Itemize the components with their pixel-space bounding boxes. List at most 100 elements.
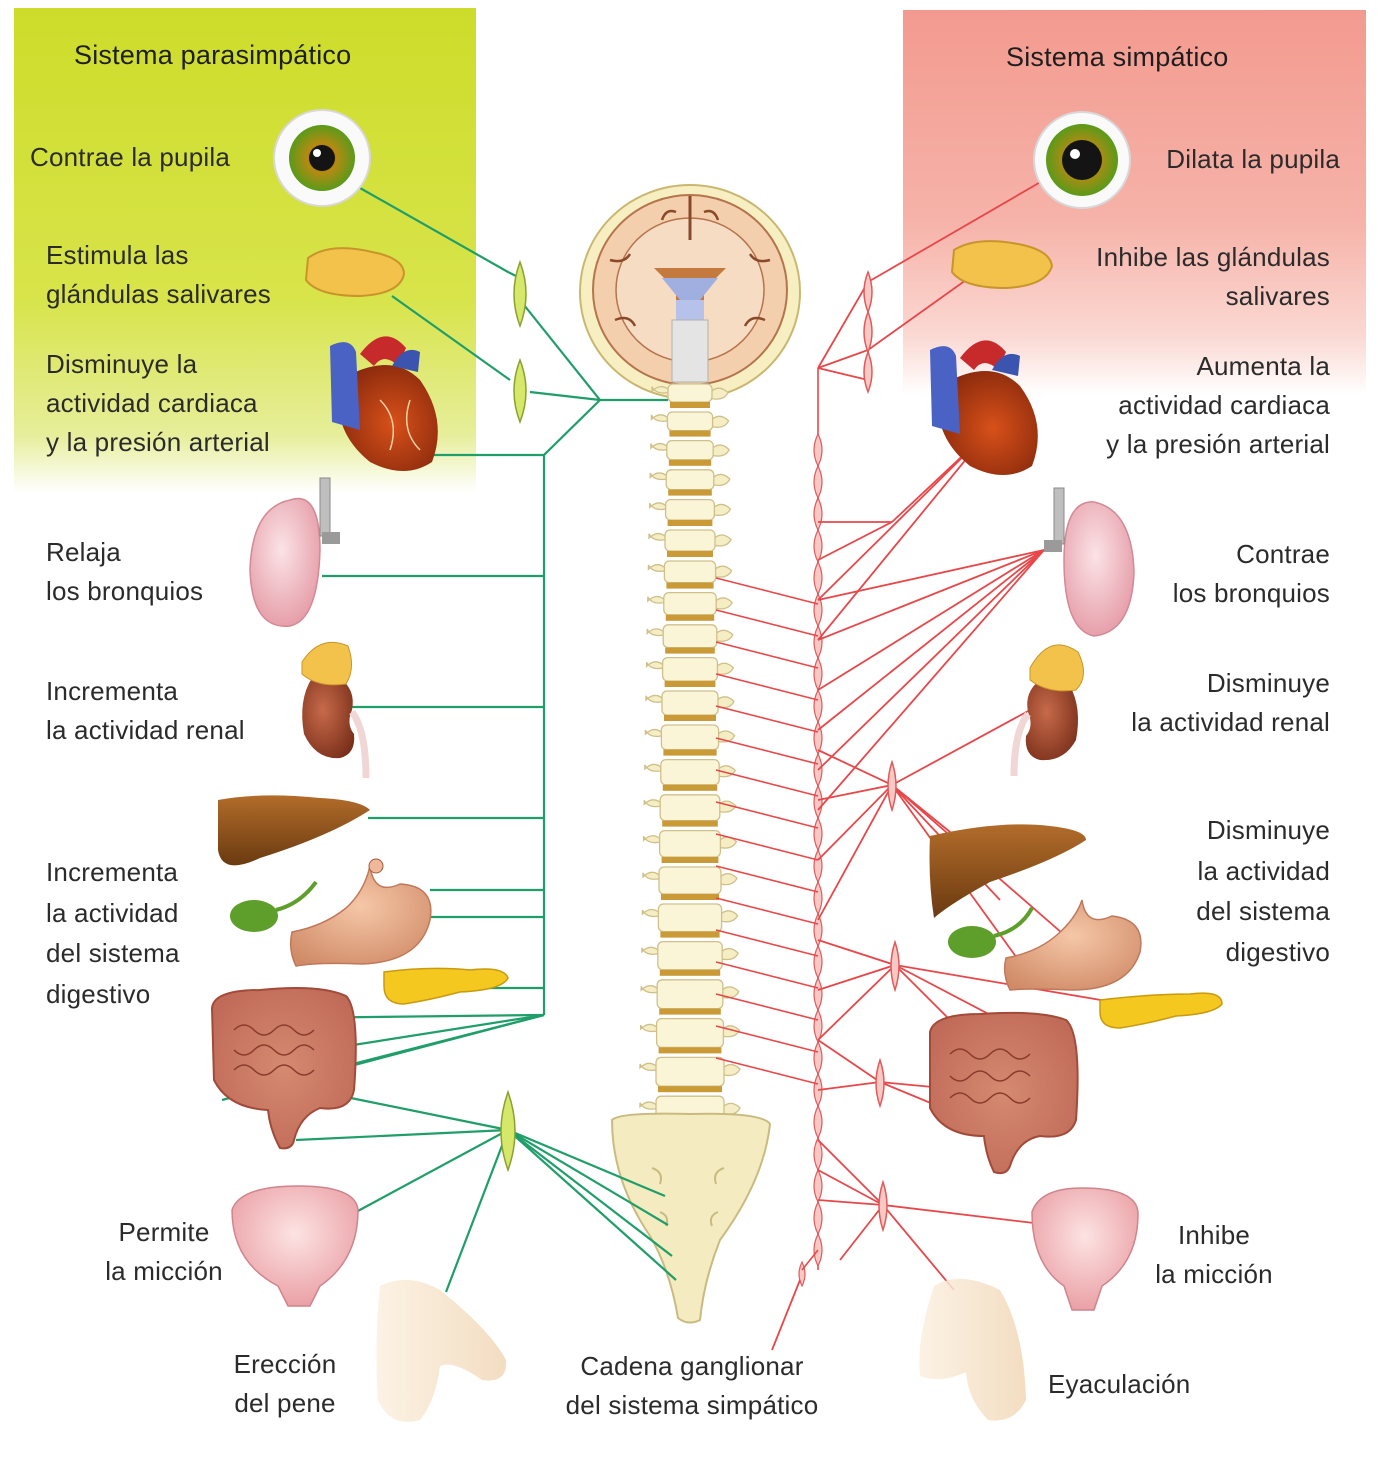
chain-ganglion bbox=[813, 688, 823, 724]
chain-ganglion bbox=[813, 656, 823, 692]
gallbladder-icon bbox=[230, 880, 318, 932]
para-lungs-label: Relaja los bronquios bbox=[46, 537, 204, 606]
liver-icon bbox=[929, 824, 1086, 918]
lungs-icon bbox=[249, 477, 340, 627]
para-heart-label: Disminuye la actividad cardiaca y la pre… bbox=[46, 349, 270, 457]
para-salivary-label: Estimula las glándulas salivares bbox=[46, 240, 271, 309]
vertebra bbox=[649, 469, 731, 496]
chain-ganglion bbox=[813, 848, 823, 884]
chain-ganglion bbox=[813, 464, 823, 500]
parasympathetic-title: Sistema parasimpático bbox=[74, 40, 352, 70]
stomach-icon bbox=[1003, 899, 1142, 991]
salivary-gland-icon bbox=[950, 240, 1054, 290]
vertebra bbox=[644, 724, 736, 756]
penis-icon bbox=[376, 1279, 507, 1422]
ramus bbox=[715, 961, 819, 989]
symp-digestive-label: Disminuye la actividad del sistema diges… bbox=[1196, 815, 1330, 967]
vertebra bbox=[650, 411, 730, 437]
symp-eye-label: Dilata la pupila bbox=[1166, 144, 1340, 174]
ramus bbox=[715, 1025, 819, 1053]
ramus bbox=[715, 801, 819, 829]
chain-ganglion bbox=[813, 624, 823, 660]
heart-icon bbox=[930, 340, 1038, 475]
para-eye-label: Contrae la pupila bbox=[30, 142, 230, 172]
ramus bbox=[715, 929, 819, 957]
ramus bbox=[715, 641, 819, 669]
penis-icon bbox=[919, 1278, 1026, 1421]
chain-trunk bbox=[801, 1249, 819, 1271]
spinal-column bbox=[639, 383, 741, 1209]
chain-ganglion bbox=[813, 944, 823, 980]
ramus bbox=[715, 897, 819, 925]
para-genital-label: Erección del pene bbox=[233, 1349, 337, 1418]
ramus bbox=[715, 673, 819, 701]
vertebra bbox=[641, 940, 739, 976]
symp-heart-label: Aumenta la actividad cardiaca y la presi… bbox=[1106, 351, 1330, 459]
parasympathetic-ganglia bbox=[500, 259, 527, 1173]
liver-icon bbox=[218, 795, 370, 866]
vertebra bbox=[645, 690, 735, 721]
chain-ganglion bbox=[813, 1104, 823, 1140]
chain-ganglion bbox=[813, 784, 823, 820]
sympathetic-rami bbox=[715, 577, 819, 1085]
brain bbox=[579, 184, 801, 400]
ramus bbox=[715, 833, 819, 861]
para-kidney-label: Incrementa la actividad renal bbox=[46, 676, 245, 745]
vertebra bbox=[644, 758, 736, 791]
chain-ganglion bbox=[813, 560, 823, 596]
intestines-icon bbox=[210, 987, 357, 1150]
intestines-icon bbox=[929, 1011, 1079, 1175]
symp-genital-label: Eyaculación bbox=[1048, 1369, 1191, 1399]
para-digestive-label: Incrementa la actividad del sistema dige… bbox=[46, 857, 180, 1009]
chain-ganglion bbox=[813, 1168, 823, 1204]
gallbladder-icon bbox=[948, 906, 1034, 958]
stomach-icon bbox=[289, 858, 432, 967]
chain-ganglion bbox=[813, 432, 823, 468]
sympathetic-ganglion-chain bbox=[798, 368, 823, 1288]
lungs-icon bbox=[1044, 487, 1135, 637]
chain-ganglion bbox=[813, 528, 823, 564]
ramus bbox=[715, 993, 819, 1021]
ganglion-chain-label: Cadena ganglionar del sistema simpático bbox=[565, 1351, 819, 1420]
ramus bbox=[715, 577, 819, 605]
ramus bbox=[715, 1057, 819, 1085]
vertebra bbox=[642, 866, 738, 900]
vertebra bbox=[648, 498, 732, 526]
vertebra bbox=[647, 560, 733, 589]
chain-ganglion bbox=[813, 880, 823, 916]
symp-bladder-label: Inhibe la micción bbox=[1155, 1220, 1273, 1289]
vertebra bbox=[650, 439, 730, 466]
vertebra bbox=[646, 624, 734, 654]
ramus bbox=[715, 705, 819, 733]
kidney-icon bbox=[1010, 644, 1084, 777]
pancreas-icon bbox=[1099, 992, 1223, 1029]
salivary-gland-icon bbox=[304, 247, 406, 298]
vertebra bbox=[641, 903, 739, 938]
sympathetic-ganglia bbox=[863, 269, 900, 1233]
eye-icon bbox=[273, 109, 371, 207]
pancreas-icon bbox=[383, 967, 509, 1005]
ramus bbox=[715, 737, 819, 765]
heart-icon bbox=[330, 336, 438, 471]
kidney-icon bbox=[301, 642, 370, 779]
vertebra bbox=[639, 1056, 741, 1093]
chain-ganglion bbox=[813, 496, 823, 532]
vertebra bbox=[640, 979, 740, 1015]
chain-ganglion bbox=[813, 1040, 823, 1076]
chain-ganglion bbox=[813, 1200, 823, 1236]
ramus bbox=[715, 865, 819, 893]
ramus bbox=[715, 769, 819, 797]
sacrum bbox=[610, 1112, 772, 1324]
eye-icon bbox=[1033, 111, 1131, 209]
symp-kidney-label: Disminuye la actividad renal bbox=[1131, 668, 1330, 737]
para-bladder-label: Permite la micción bbox=[105, 1217, 223, 1286]
symp-lungs-label: Contrae los bronquios bbox=[1172, 539, 1330, 608]
vertebra bbox=[643, 794, 737, 827]
sympathetic-panel bbox=[903, 10, 1366, 395]
vertebra bbox=[639, 1017, 741, 1054]
chain-ganglion bbox=[813, 976, 823, 1012]
vertebra bbox=[647, 591, 733, 621]
ramus bbox=[715, 609, 819, 637]
bladder-icon bbox=[231, 1185, 359, 1307]
